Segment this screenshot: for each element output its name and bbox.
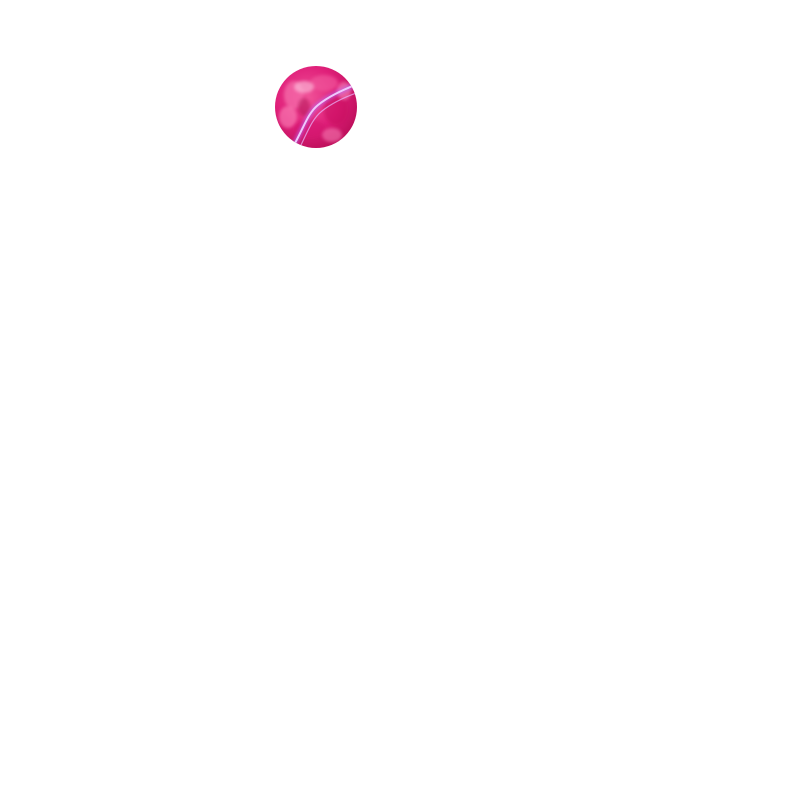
bead-highlight [294, 81, 314, 93]
bead-texture [279, 75, 357, 148]
agate-bead [274, 65, 358, 149]
agate-bead-graphic [275, 66, 357, 148]
